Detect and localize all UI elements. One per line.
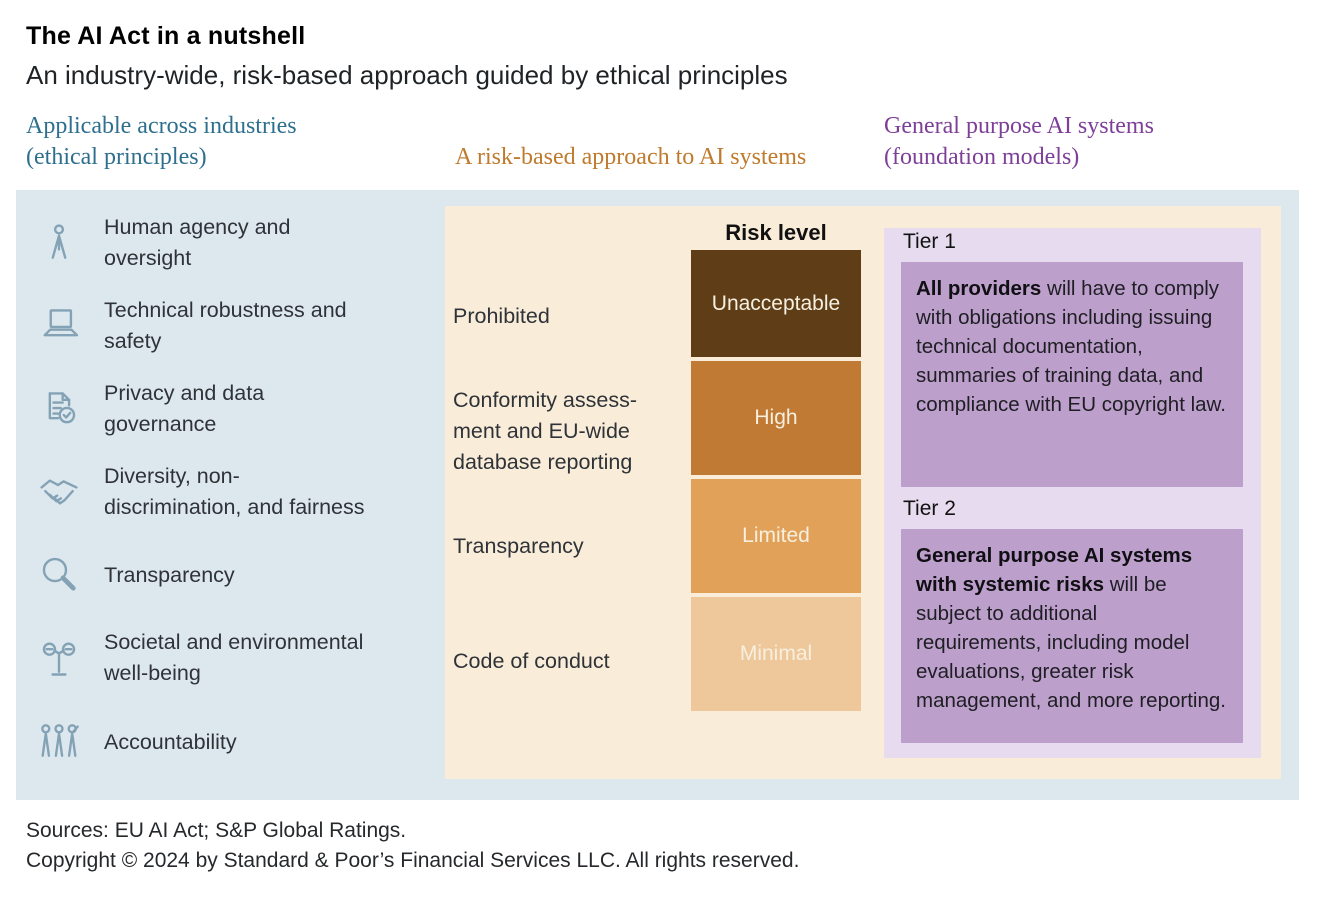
ethical-item-label: Technical robustness and safety xyxy=(104,298,347,353)
ethical-item-label: Human agency and oversight xyxy=(104,215,291,270)
document-check-icon xyxy=(36,386,82,432)
risk-row-label: Prohibited xyxy=(453,304,550,328)
tier-1-label: Tier 1 xyxy=(903,230,956,253)
risk-box-minimal: Minimal xyxy=(691,597,861,711)
risk-row-label: Transparency xyxy=(453,534,584,558)
risk-box-label: Minimal xyxy=(739,642,813,665)
page-subtitle: An industry-wide, risk-based approach gu… xyxy=(26,60,788,90)
list-item: Accountability xyxy=(36,719,436,765)
plant-icon xyxy=(36,635,82,681)
person-icon xyxy=(36,220,82,266)
tier-2-label: Tier 2 xyxy=(903,497,956,520)
list-item: Human agency and oversight xyxy=(36,212,436,274)
ethical-item-label: Diversity, non- discrimination, and fair… xyxy=(104,464,365,519)
tier-2-bold: General purpose AI systems with systemic… xyxy=(916,544,1193,596)
laptop-icon xyxy=(36,303,82,349)
list-item: Societal and environmental well-being xyxy=(36,627,436,689)
ethical-item-label: Transparency xyxy=(104,562,235,587)
ethical-item-label: Societal and environmental well-being xyxy=(104,630,364,685)
risk-box-limited: Limited xyxy=(691,479,861,593)
ethical-item-label: Accountability xyxy=(104,729,237,754)
list-item: Technical robustness and safety xyxy=(36,295,436,357)
magnifier-icon xyxy=(36,552,82,598)
risk-box-label: Limited xyxy=(742,524,810,547)
risk-box-high: High xyxy=(691,361,861,475)
list-item: Diversity, non- discrimination, and fair… xyxy=(36,461,436,523)
ethical-item-label: Privacy and data governance xyxy=(104,381,265,436)
tier-1-bold: All providers xyxy=(916,277,1042,300)
page-title: The AI Act in a nutshell xyxy=(26,22,306,50)
people-icon xyxy=(36,719,82,765)
risk-row-label: Code of conduct xyxy=(453,649,610,673)
risk-column-heading: A risk-based approach to AI systems xyxy=(455,144,807,170)
tier-2-text: General purpose AI systems with systemic… xyxy=(916,544,1226,712)
tier-1-box: All providers will have to comply with o… xyxy=(901,262,1243,487)
gpai-column-heading: General purpose AI systems (foundation m… xyxy=(884,113,1154,170)
risk-box-label: Unacceptable xyxy=(711,291,841,315)
risk-level-stack: Unacceptable High Limited Minimal xyxy=(691,250,861,711)
risk-row-label: Conformity assess- ment and EU-wide data… xyxy=(453,388,637,474)
ethical-column-heading: Applicable across industries (ethical pr… xyxy=(26,113,297,170)
list-item: Privacy and data governance xyxy=(36,378,436,440)
copyright-line: Copyright © 2024 by Standard & Poor’s Fi… xyxy=(26,849,800,872)
risk-box-unacceptable: Unacceptable xyxy=(691,250,861,357)
list-item: Transparency xyxy=(36,552,436,598)
risk-level-heading: Risk level xyxy=(725,220,827,245)
sources-line: Sources: EU AI Act; S&P Global Ratings. xyxy=(26,819,407,842)
handshake-icon xyxy=(36,469,82,515)
tier-1-text: All providers will have to comply with o… xyxy=(916,277,1226,416)
tier-2-box: General purpose AI systems with systemic… xyxy=(901,529,1243,743)
risk-box-label: High xyxy=(754,406,798,429)
